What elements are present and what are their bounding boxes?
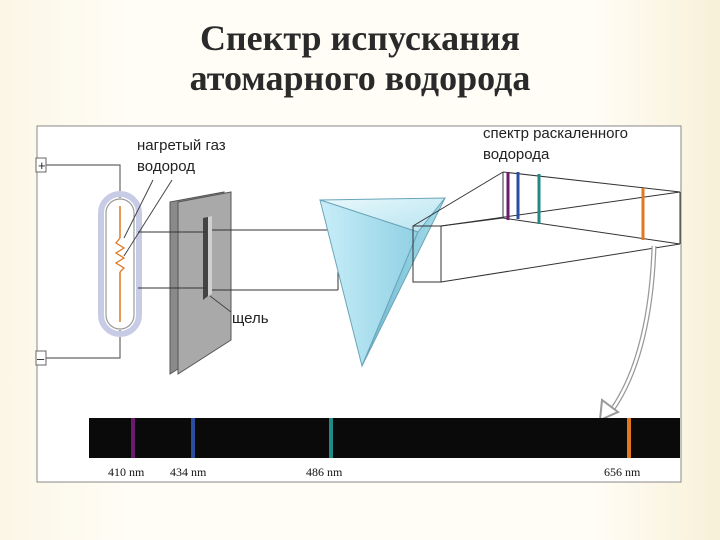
strip-line-486nm — [329, 418, 333, 458]
strip-line-434nm — [191, 418, 195, 458]
plus-sign: + — [38, 158, 46, 173]
gas-label-line-2: водород — [137, 158, 195, 175]
slit-plate — [169, 191, 232, 375]
plus-terminal — [35, 157, 47, 173]
strip-line-410nm — [131, 418, 135, 458]
wavelength-label-434: 434 nm — [170, 465, 207, 479]
minus-sign: – — [37, 351, 45, 366]
spectrum-strip — [89, 418, 680, 458]
slit-pointer-line — [209, 295, 232, 313]
prism — [319, 197, 447, 368]
wavelength-label-486: 486 nm — [306, 465, 343, 479]
wavelength-label-656: 656 nm — [604, 465, 641, 479]
title-line-2: атомарного водорода — [189, 58, 531, 98]
dispersed-beam — [412, 171, 681, 283]
spectrum-label-line-2: водорода — [483, 146, 550, 163]
strip-lines — [131, 418, 631, 458]
wavelength-label-410: 410 nm — [108, 465, 145, 479]
minus-terminal — [35, 350, 47, 366]
gas-label-line-1: нагретый газ — [137, 137, 226, 154]
title-line-1: Спектр испускания — [199, 18, 521, 58]
slit-label: щель — [232, 310, 269, 327]
hydrogen-tube — [98, 191, 142, 337]
projection-arrow — [598, 245, 657, 422]
beam-spectrum-lines — [506, 172, 645, 240]
strip-line-656nm — [627, 418, 631, 458]
gas-pointer-lines — [123, 179, 173, 257]
spectrum-label-line-1: спектр раскаленного — [483, 125, 628, 142]
circuit-wires — [44, 164, 121, 359]
